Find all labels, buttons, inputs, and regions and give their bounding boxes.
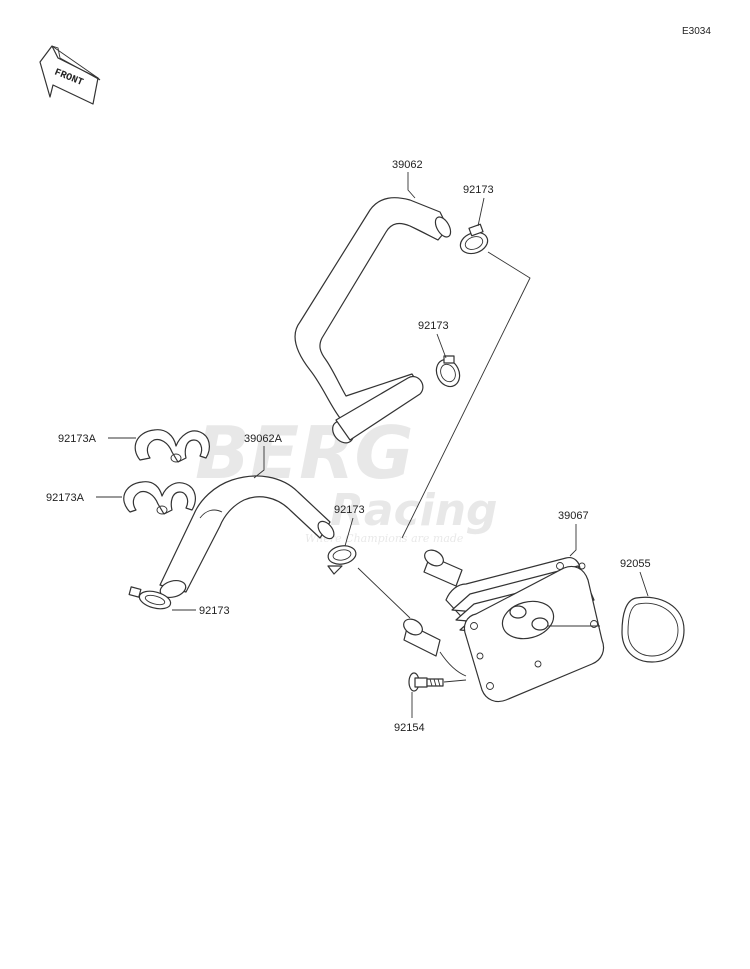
leader-o-ring <box>639 571 649 597</box>
hose-upper <box>294 197 452 444</box>
clip-a-top-icon <box>134 429 210 463</box>
oil-cooler <box>403 549 605 703</box>
watermark-line2: Racing <box>330 485 498 536</box>
leader-hose-lower <box>253 446 265 479</box>
leader-clamp-center <box>344 517 354 547</box>
leader-oil-cooler <box>569 524 577 557</box>
diagram-code: E3034 <box>682 26 711 37</box>
leader-clamp-middle <box>436 333 447 359</box>
leader-clamp-upper-right <box>477 197 485 227</box>
leader-hose-upper <box>407 172 416 199</box>
clamp-center-icon <box>327 545 357 575</box>
front-arrow-icon: FRONT <box>39 45 101 105</box>
clip-a-bottom-icon <box>123 481 196 515</box>
clamp-lower-left-icon <box>128 586 172 610</box>
clamp-upper-right-icon <box>459 223 489 255</box>
label-clamp-lower-left: 92173 <box>199 605 230 617</box>
leader-center-hose-to-cooler <box>357 567 411 619</box>
label-o-ring: 92055 <box>620 558 651 570</box>
leader-bolt-to-cooler <box>443 679 467 683</box>
label-clamp-middle: 92173 <box>418 320 449 332</box>
label-hose-lower: 39062A <box>244 433 283 445</box>
o-ring-icon <box>621 596 685 663</box>
label-clip-a-bottom: 92173A <box>46 492 85 504</box>
label-bolt: 92154 <box>394 722 425 734</box>
label-oil-cooler: 39067 <box>558 510 589 522</box>
label-clamp-center: 92173 <box>334 504 365 516</box>
leader-upper-hose-to-cooler <box>401 251 531 539</box>
watermark-tagline: Where Champions are made <box>305 532 464 545</box>
label-hose-upper: 39062 <box>392 159 423 171</box>
bolt-icon <box>408 672 444 692</box>
clamp-middle-icon <box>435 355 461 388</box>
hose-lower <box>159 475 335 599</box>
label-clamp-upper-right: 92173 <box>463 184 494 196</box>
label-clip-a-top: 92173A <box>58 433 97 445</box>
